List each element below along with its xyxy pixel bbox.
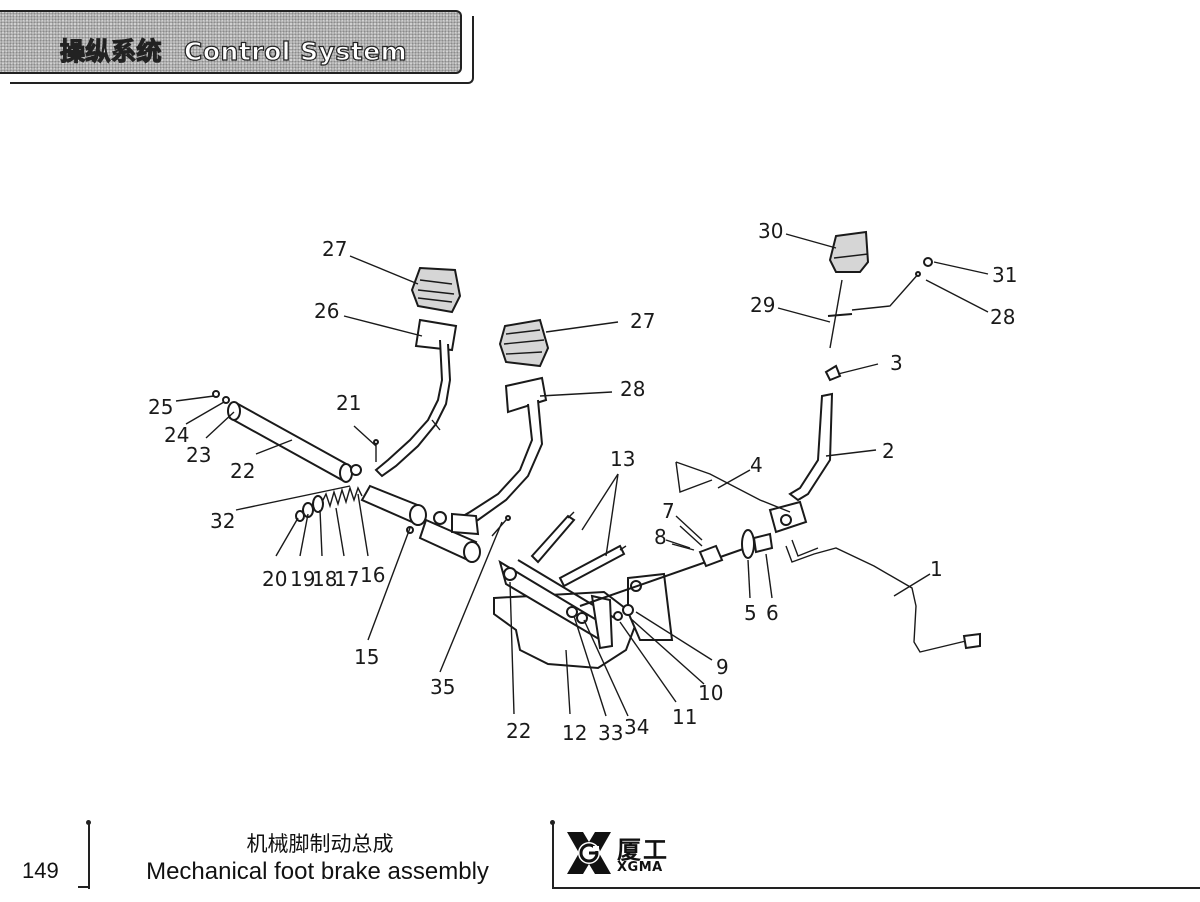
footer-divider-dot	[86, 820, 91, 825]
callout-27-right: 27	[630, 309, 655, 333]
callout-32: 32	[210, 509, 235, 533]
callout-16: 16	[360, 563, 385, 587]
section-title: 操纵系统 Control System	[59, 32, 429, 68]
callout-15: 15	[354, 645, 379, 669]
callout-28-mid: 28	[620, 377, 645, 401]
pedal-tubes	[360, 484, 481, 563]
callout-11: 11	[672, 705, 697, 729]
footer-frame-left	[552, 823, 554, 889]
header-shadow	[10, 16, 474, 84]
left-shaft	[212, 390, 362, 483]
caption-cn: 机械脚制动总成	[246, 832, 394, 856]
footer-divider-foot	[78, 886, 90, 888]
support-plate	[613, 572, 674, 641]
callout-26: 26	[314, 299, 339, 323]
callout-9: 9	[716, 655, 729, 679]
callout-19: 19	[290, 567, 315, 591]
callout-2: 2	[882, 439, 895, 463]
callout-21: 21	[336, 391, 361, 415]
leader-lines	[175, 233, 989, 717]
pedal-plate-left	[414, 318, 458, 352]
callout-20: 20	[262, 567, 287, 591]
spring-assembly	[295, 485, 363, 522]
section-header: 操纵系统 Control System	[0, 10, 478, 84]
footer-frame-bottom	[552, 887, 1200, 889]
callout-28-top: 28	[990, 305, 1015, 329]
page-number: 149	[22, 858, 59, 883]
base-bracket	[493, 559, 640, 670]
callout-13: 13	[610, 447, 635, 471]
callout-10: 10	[698, 681, 723, 705]
callout-labels: 30 31 28 29 3 2 27 28 27 26 25 24 23 22 …	[148, 219, 1017, 745]
footer-frame-dot	[550, 820, 555, 825]
footer-divider	[88, 823, 90, 889]
callout-30: 30	[758, 219, 783, 243]
xgma-logo-icon	[567, 832, 611, 874]
callout-17: 17	[334, 567, 359, 591]
master-cylinder	[579, 525, 774, 607]
callout-4: 4	[750, 453, 763, 477]
cables	[675, 257, 933, 513]
callout-23: 23	[186, 443, 211, 467]
callout-3: 3	[890, 351, 903, 375]
left-brake-pedal	[374, 266, 462, 478]
callout-24: 24	[164, 423, 189, 447]
callout-35: 35	[430, 675, 455, 699]
callout-22-left: 22	[230, 459, 255, 483]
callout-1: 1	[930, 557, 943, 581]
callout-25: 25	[148, 395, 173, 419]
callout-7: 7	[662, 499, 675, 523]
pedal-plate-right	[504, 376, 548, 414]
brand-name-en: XGMA	[617, 860, 663, 875]
callout-8: 8	[654, 525, 667, 549]
callout-12: 12	[562, 721, 587, 745]
section-title-cn: 操纵系统	[59, 36, 163, 66]
callout-18: 18	[312, 567, 337, 591]
control-lever	[768, 230, 870, 534]
callout-31: 31	[992, 263, 1017, 287]
callout-5: 5	[744, 601, 757, 625]
brake-line	[785, 539, 981, 653]
callout-34: 34	[624, 715, 649, 739]
header-banner	[0, 10, 462, 74]
callout-22-bottom: 22	[506, 719, 531, 743]
caption-en: Mechanical foot brake assembly	[146, 858, 489, 885]
callout-27-left: 27	[322, 237, 347, 261]
gas-springs	[530, 511, 627, 588]
callout-33: 33	[598, 721, 623, 745]
callout-6: 6	[766, 601, 779, 625]
brand-name-cn: 厦工	[617, 836, 669, 864]
right-brake-pedal	[454, 318, 550, 532]
section-title-en: Control System	[183, 36, 408, 66]
callout-29: 29	[750, 293, 775, 317]
pedal-pad-right	[498, 318, 550, 368]
lever-knob	[828, 230, 870, 273]
